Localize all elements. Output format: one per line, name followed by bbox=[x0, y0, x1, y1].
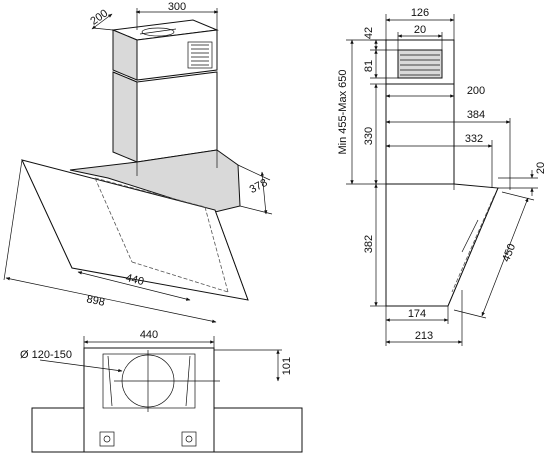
dim-label-side-330: 330 bbox=[363, 127, 375, 145]
dim-label-side-332: 332 bbox=[465, 133, 483, 145]
dim-label-side-450: 450 bbox=[500, 242, 518, 264]
upper-chimney bbox=[111, 19, 219, 81]
side-hood-body bbox=[385, 183, 499, 307]
dim-outlet-offset: 101 bbox=[214, 349, 293, 382]
dim-label-side-20-right: 20 bbox=[535, 162, 547, 174]
dim-label-side-81: 81 bbox=[363, 60, 375, 72]
dim-label-side-384: 384 bbox=[467, 109, 485, 121]
side-view: 126 20 42 81 Min 455-Max 650 bbox=[337, 7, 547, 346]
dim-label-outlet-offset: 101 bbox=[281, 357, 293, 375]
dim-label-chimney-depth: 200 bbox=[88, 7, 110, 27]
lower-chimney bbox=[112, 71, 218, 163]
bottom-view: 440 Ø 120-150 101 bbox=[20, 329, 303, 453]
dim-bottom-width: 440 bbox=[83, 329, 215, 348]
dim-label-side-height-range: Min 455-Max 650 bbox=[337, 70, 349, 155]
dim-hood-depth: 378 bbox=[237, 164, 273, 215]
dim-side-382: 382 bbox=[363, 183, 386, 307]
dim-label-side-42: 42 bbox=[363, 27, 375, 39]
dim-label-side-382: 382 bbox=[363, 235, 375, 253]
dim-label-side-174: 174 bbox=[408, 308, 426, 320]
dim-label-bottom-width: 440 bbox=[140, 329, 158, 341]
mounting-screws bbox=[99, 431, 197, 447]
dim-side-200: 200 bbox=[385, 84, 485, 100]
dim-side-81: 81 bbox=[363, 49, 398, 79]
dim-label-side-126: 126 bbox=[411, 7, 429, 19]
dim-duct-diameter: Ø 120-150 bbox=[20, 349, 123, 373]
dim-chimney-depth: 200 bbox=[88, 7, 114, 31]
dim-side-330: 330 bbox=[363, 83, 386, 185]
side-chimney-lower bbox=[385, 83, 455, 185]
dim-label-hood-depth: 378 bbox=[248, 177, 270, 196]
dim-side-height-range: Min 455-Max 650 bbox=[337, 39, 386, 185]
dim-label-side-20-top: 20 bbox=[414, 24, 426, 36]
dim-label-chimney-width: 300 bbox=[168, 1, 186, 13]
dim-side-332: 332 bbox=[385, 133, 493, 188]
perspective-view: 200 300 378 440 898 bbox=[3, 1, 273, 323]
dim-side-20-top: 20 bbox=[397, 24, 443, 50]
chimney-vent-grille bbox=[187, 41, 213, 69]
dim-label-side-200: 200 bbox=[467, 85, 485, 97]
hood-base bbox=[69, 149, 241, 213]
dim-side-213: 213 bbox=[385, 290, 463, 346]
dim-side-126: 126 bbox=[385, 7, 455, 40]
dim-label-total-width: 898 bbox=[85, 293, 105, 309]
side-chimney-upper bbox=[385, 39, 455, 85]
dim-label-duct-diameter: Ø 120-150 bbox=[20, 349, 72, 361]
dim-side-20-right: 20 bbox=[498, 162, 547, 196]
dim-chimney-width: 300 bbox=[135, 1, 219, 30]
dim-label-side-213: 213 bbox=[415, 330, 433, 342]
dim-total-width: 898 bbox=[3, 159, 217, 323]
dim-side-174: 174 bbox=[385, 306, 449, 346]
